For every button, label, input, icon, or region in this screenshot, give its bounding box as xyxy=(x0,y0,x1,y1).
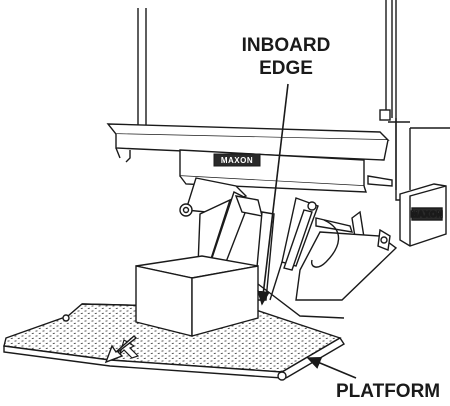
inboard-edge-label-line1: INBOARD xyxy=(241,35,331,56)
brand-plate-body-text: MAXON xyxy=(221,156,253,165)
hydraulic-cylinders xyxy=(257,209,345,319)
brand-plate-body: MAXON xyxy=(213,153,261,167)
arrow-down-left-icon xyxy=(104,335,140,364)
cargo-box xyxy=(135,255,259,337)
platform-label: PLATFORM xyxy=(336,381,441,402)
inboard-edge-label-line2: EDGE xyxy=(259,58,313,79)
inboard-edge-leader xyxy=(257,83,289,306)
truck-body xyxy=(137,0,450,201)
inboard-edge-label: INBOARD EDGE xyxy=(216,34,356,80)
platform-leader xyxy=(306,357,357,379)
side-control-box: MAXON xyxy=(399,183,447,247)
brand-plate-side-text: MAXON xyxy=(411,210,443,219)
